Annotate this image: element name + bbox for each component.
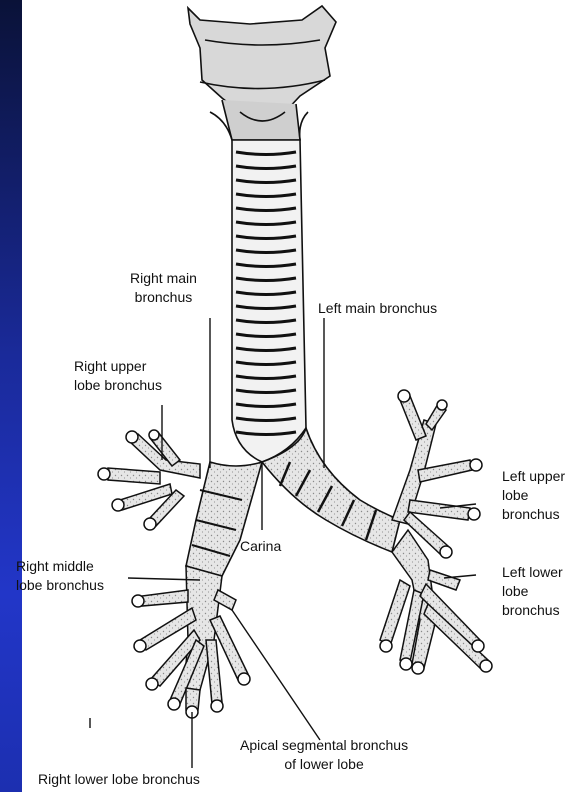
trachea: [232, 140, 306, 462]
label-apical-segmental-bronchus: Apical segmental bronchus of lower lobe: [240, 736, 408, 774]
right-main-bronchus: [186, 462, 262, 576]
label-right-upper-lobe-bronchus: Right upper lobe bronchus: [74, 357, 162, 395]
label-carina: Carina: [240, 537, 281, 556]
right-upper-lobe-branches: [98, 430, 200, 530]
label-right-middle-lobe-bronchus: Right middle lobe bronchus: [16, 557, 104, 595]
label-left-lower-lobe-bronchus: Left lower lobe bronchus: [502, 563, 563, 620]
label-left-upper-lobe-bronchus: Left upper lobe bronchus: [502, 467, 565, 524]
label-left-main-bronchus: Left main bronchus: [318, 299, 437, 318]
label-right-main-bronchus: Right main bronchus: [130, 269, 197, 307]
right-lower-branches: [132, 566, 250, 718]
label-right-lower-lobe-bronchus: Right lower lobe bronchus: [38, 770, 200, 789]
larynx: [188, 6, 336, 140]
left-lower-branches: [380, 530, 492, 674]
